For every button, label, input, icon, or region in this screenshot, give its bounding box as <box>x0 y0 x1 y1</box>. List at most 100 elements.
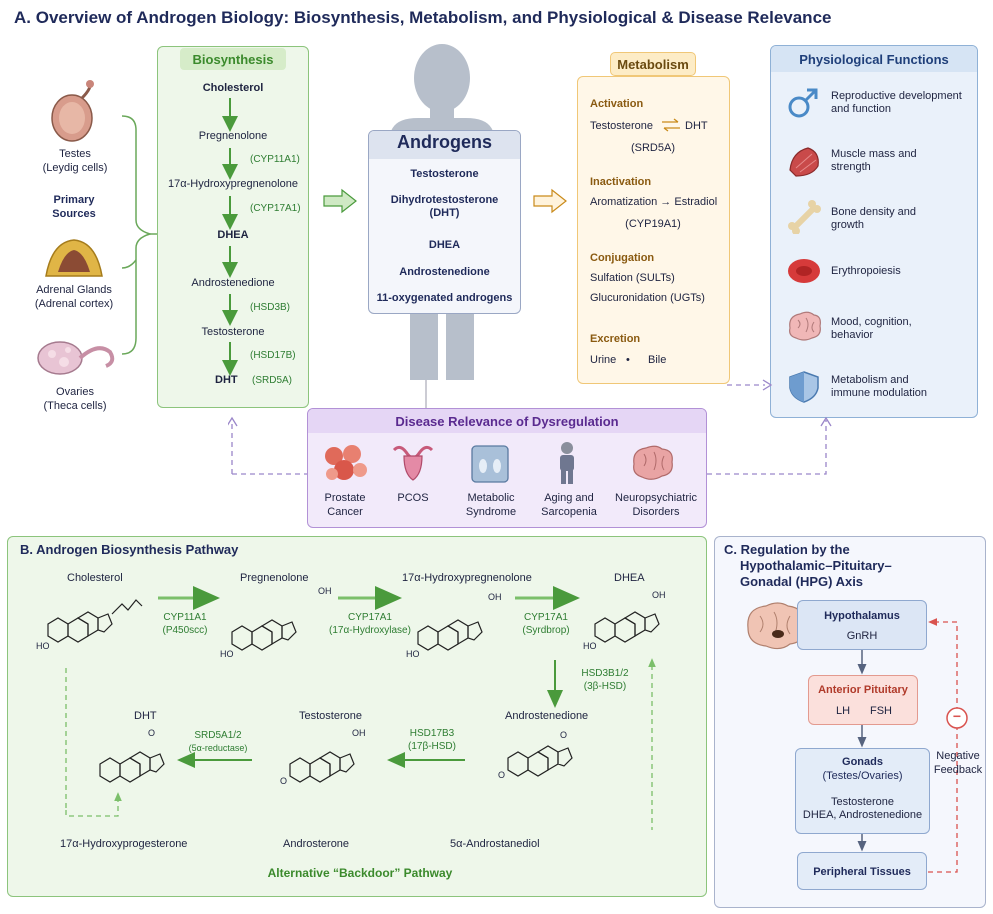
inactivation-text: Aromatization → Estradiol <box>590 196 718 208</box>
pw-o-androstenedione: O <box>560 730 568 740</box>
pw-ho-pregnenolone: HO <box>220 649 234 659</box>
brain-icon <box>789 311 821 341</box>
gonads-output-2: DHEA, Androstenedione <box>802 809 923 821</box>
pw-dht: DHT <box>134 710 157 722</box>
pathway-diagram <box>47 586 660 830</box>
excretion-urine: Urine <box>590 354 617 366</box>
conjugation-glucuronidation: Glucuronidation (UGTs) <box>590 292 705 304</box>
hpg-header-3: Gonadal (HPG) Axis <box>740 574 864 589</box>
red-blood-cell-icon <box>788 259 820 283</box>
pw-ho-cholesterol: HO <box>36 641 50 651</box>
male-symbol-icon <box>788 88 818 118</box>
pw-enzyme-hsd3b12: HSD3B1/2 <box>581 668 629 679</box>
disease-metabolic-l1: Metabolic <box>467 492 515 504</box>
pw-androstenedione: Androstenedione <box>505 710 589 722</box>
hpg-header-1: C. Regulation by the <box>724 542 850 557</box>
disease-aging-l2: Sarcopenia <box>541 506 597 518</box>
phys-mood-l1: Mood, cognition, <box>831 316 912 328</box>
pw-o-dht: O <box>148 728 156 738</box>
pw-enzyme-lyase: (Syrdbrop) <box>522 625 570 636</box>
phys-metabolism-l1: Metabolism and <box>831 374 909 386</box>
bio-step-dht: DHT <box>215 374 238 386</box>
bone-icon <box>788 200 821 234</box>
androgens-header-bg <box>369 131 520 159</box>
bio-step-pregnenolone: Pregnenolone <box>198 130 268 142</box>
ovaries-sublabel: (Theca cells) <box>43 400 107 412</box>
phys-bone-l1: Bone density and <box>831 206 917 218</box>
pw-oh-pregnenolone: OH <box>318 586 332 596</box>
disease-prostate-l2: Cancer <box>327 506 363 518</box>
testes-icon <box>51 80 94 142</box>
pw-oh-dhea: OH <box>652 590 666 600</box>
androgen-dht: Dihydrotestosterone <box>390 194 499 206</box>
phys-reproductive-l1: Reproductive development <box>831 90 962 102</box>
pw-enzyme-p450scc: (P450scc) <box>162 625 208 636</box>
pw-enzyme-3bhsd: (3β-HSD) <box>583 681 627 692</box>
disease-pcos: PCOS <box>397 492 429 504</box>
gonads-sublabel: (Testes/Ovaries) <box>822 770 903 782</box>
page-title: A. Overview of Androgen Biology: Biosynt… <box>14 8 832 27</box>
bio-step-testosterone: Testosterone <box>201 326 265 338</box>
bio-step-17oh-pregnenolone: 17α-Hydroxypregnenolone <box>168 178 298 190</box>
pw-ho-dhea: HO <box>583 641 597 651</box>
negative-feedback-minus: − <box>952 708 962 724</box>
androgens-to-metabolism-arrow <box>533 188 567 214</box>
metabolism-header-bg <box>610 52 696 76</box>
peripheral-label: Peripheral Tissues <box>813 866 911 878</box>
androgens-header: Androgens <box>396 132 492 152</box>
bio-step-cholesterol: Cholesterol <box>202 82 264 94</box>
bio-step-dhea: DHEA <box>217 229 249 241</box>
adrenal-sublabel: (Adrenal cortex) <box>34 298 114 310</box>
pathway-header: B. Androgen Biosynthesis Pathway <box>20 542 239 557</box>
hpg-arrows <box>857 618 968 873</box>
inactivation-title: Inactivation <box>590 176 652 188</box>
pw-dhea: DHEA <box>614 572 645 584</box>
pw-enzyme-5a-reductase: (5α-reductase) <box>188 743 248 753</box>
pw-enzyme-hydroxylase: (17α-Hydroxylase) <box>329 625 411 636</box>
pw-o-androstenedione-ring: O <box>498 770 506 780</box>
androgen-androstenedione: Androstenedione <box>399 266 490 278</box>
phys-muscle-l2: strength <box>831 161 871 173</box>
pw-enzyme-cyp11a1: CYP11A1 <box>163 612 207 623</box>
disease-neuro-l1: Neuropsychiatric <box>615 492 697 504</box>
pw-hydroxyprogesterone: 17α-Hydroxyprogesterone <box>60 838 188 850</box>
uterus-icon <box>392 445 434 481</box>
conjugation-sulfation: Sulfation (SULTs) <box>590 272 675 284</box>
adrenal-gland-icon <box>45 239 103 277</box>
pw-oh-hydroxypregnenolone: OH <box>488 592 502 602</box>
disease-neuro-l2: Disorders <box>632 506 680 518</box>
disease-header: Disease Relevance of Dysregulation <box>395 414 619 429</box>
pw-enzyme-cyp17a1-a: CYP17A1 <box>348 612 392 623</box>
biosynthesis-panel <box>157 46 309 408</box>
reversible-arrow-icon <box>662 118 680 132</box>
physiological-header-bg <box>771 46 977 72</box>
peripheral-box <box>797 852 927 890</box>
fsh-label: FSH <box>870 705 892 717</box>
androgen-testosterone: Testosterone <box>410 168 479 180</box>
pw-enzyme-hsd17b3: HSD17B3 <box>409 728 455 739</box>
androgens-box <box>368 130 521 314</box>
excretion-bile: Bile <box>648 354 667 366</box>
pw-ho-hydroxypregnenolone: HO <box>406 649 420 659</box>
pw-cholesterol: Cholesterol <box>67 572 123 584</box>
phys-erythropoiesis: Erythropoiesis <box>831 265 901 277</box>
metabolism-header: Metabolism <box>617 57 689 72</box>
pw-enzyme-17bhsd: (17β-HSD) <box>408 741 456 752</box>
phys-muscle-l1: Muscle mass and <box>831 148 917 160</box>
lh-label: LH <box>836 705 851 717</box>
gnrh-label: GnRH <box>846 630 878 642</box>
negative-feedback-label-1: Negative <box>936 750 980 762</box>
shield-icon <box>789 371 819 403</box>
activation-enzyme: (SRD5A) <box>630 142 675 154</box>
biosynthesis-header-bg <box>180 48 286 70</box>
scale-icon <box>471 445 509 483</box>
neuropsych-brain-icon <box>633 445 673 480</box>
activation-title: Activation <box>590 98 644 110</box>
androgen-dht-abbr: (DHT) <box>429 207 460 219</box>
pw-backdoor-label: Alternative “Backdoor” Pathway <box>267 866 453 880</box>
conjugation-title: Conjugation <box>590 252 655 264</box>
phys-reproductive-l2: and function <box>831 103 891 115</box>
pituitary-box <box>808 675 918 725</box>
pw-oh-testosterone: OH <box>352 728 366 738</box>
hypothalamus-label: Hypothalamus <box>824 610 900 622</box>
